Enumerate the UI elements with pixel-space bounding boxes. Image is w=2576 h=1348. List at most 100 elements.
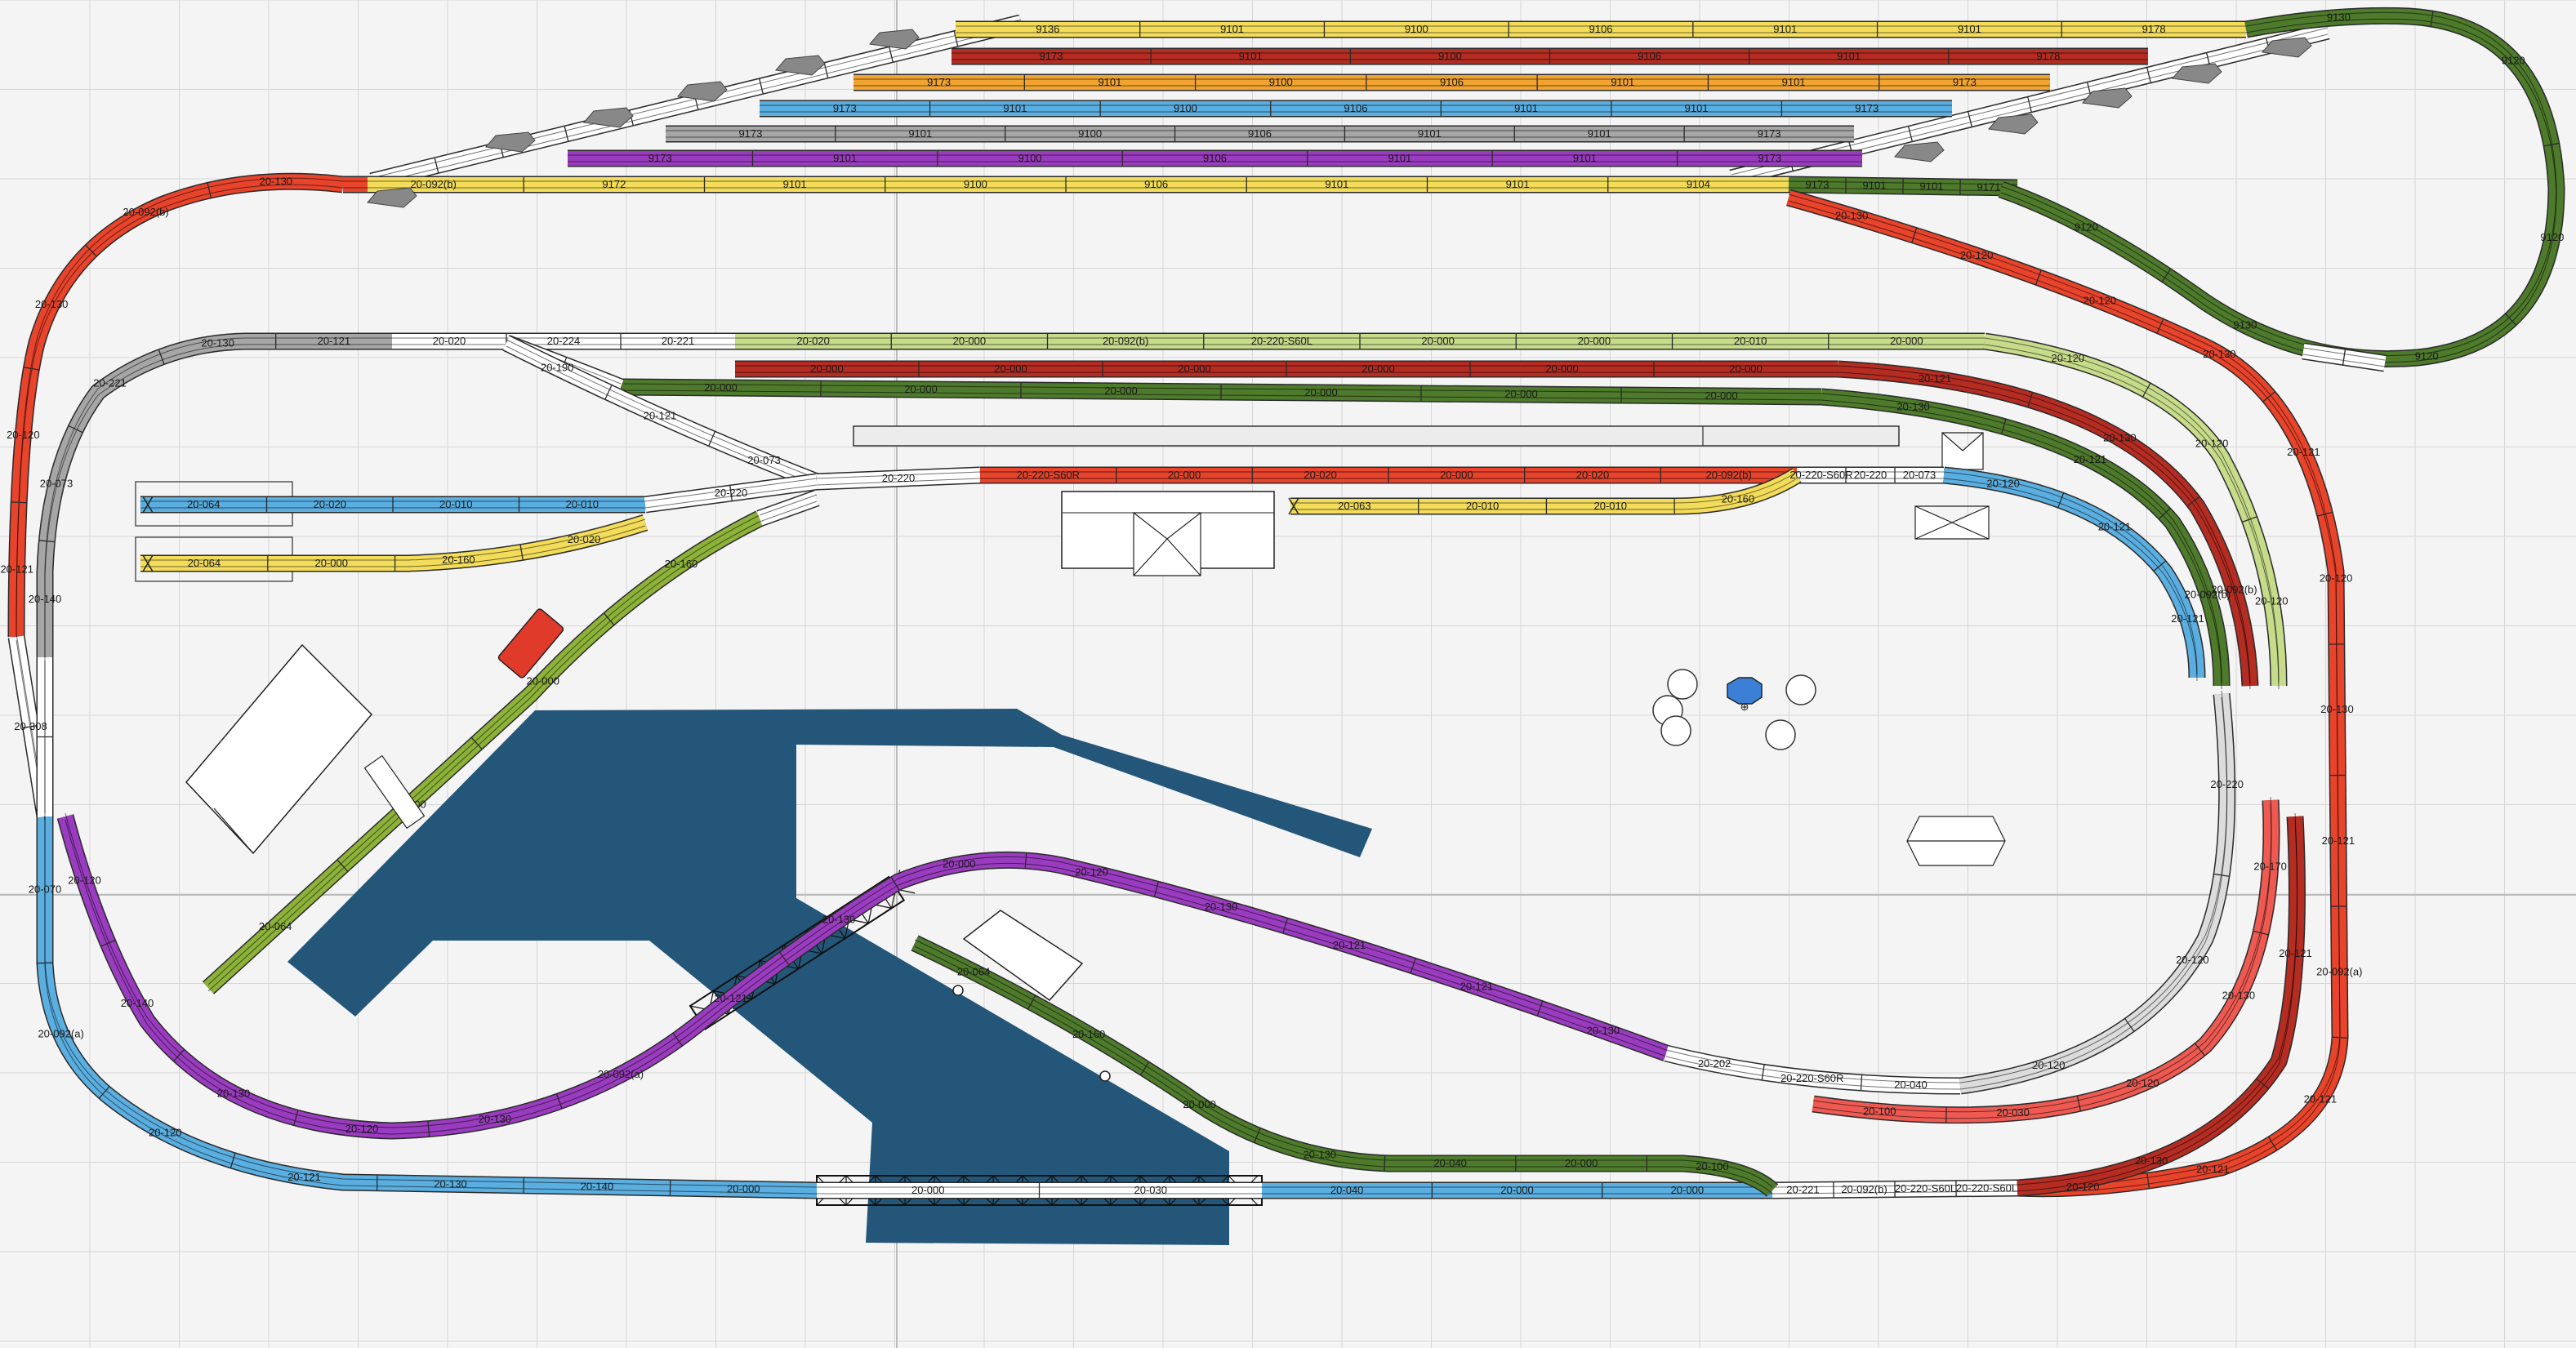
fan-orange-track-label: 9106 [1440, 76, 1464, 88]
siding-blue-switch[interactable] [644, 473, 818, 514]
fan-red-track-label: 9106 [1638, 50, 1661, 62]
fan-main-yellow-label: 9172 [602, 178, 626, 190]
green-lower-curve[interactable] [911, 935, 1779, 1198]
grey-upper-white-label: 20-224 [547, 335, 580, 347]
left-red-curve-label: 20-130 [260, 176, 292, 188]
fan-grey-track[interactable] [666, 125, 1854, 143]
olive-switch[interactable] [756, 490, 820, 527]
mid-blue-curve[interactable] [1943, 466, 2206, 682]
outer-blue-bottom-label: 20-040 [1330, 1184, 1363, 1196]
left-red-stub[interactable] [343, 176, 368, 194]
fan-grey-track-label: 9101 [908, 127, 932, 140]
darkgreen-row-label: 20-000 [704, 381, 737, 394]
right-red-curve-joint [2262, 390, 2276, 403]
fan-main-green[interactable] [1788, 176, 2018, 197]
right-red-curve[interactable] [1786, 189, 2349, 1198]
siding-blue[interactable] [140, 496, 645, 514]
left-vertical-white-2[interactable] [36, 654, 54, 820]
fan-purple-track-label: 9100 [1018, 152, 1042, 164]
darkgreen-curve[interactable] [1821, 388, 2231, 690]
outer-blue-left-label: 20-092(a) [38, 1027, 83, 1039]
right-red-curve-label: 20-120 [1960, 249, 1993, 261]
outer-blue-bottom[interactable] [1262, 1181, 1772, 1199]
outer-blue-left-label: 20-120 [149, 1126, 181, 1138]
grey-upper-curve-joint [68, 425, 83, 434]
grey-upper-curve[interactable] [36, 332, 392, 661]
lightgreen-curve-rail [1984, 337, 2280, 683]
fan-yellow-track-label: 9178 [2142, 23, 2166, 35]
purple-loop-label: 20-120 [68, 874, 100, 887]
grey-right-curve[interactable] [1959, 690, 2236, 1095]
right-red-curve-label: 20-120 [2084, 294, 2116, 306]
red-row[interactable] [735, 360, 1838, 378]
lightgreen-row[interactable] [735, 332, 1985, 350]
purple-loop-joint [293, 1110, 299, 1126]
olive-diagonal-rail [207, 521, 760, 992]
red-curve-label: 20-121 [1919, 372, 1951, 385]
outer-white-right[interactable] [1772, 1179, 2018, 1199]
outer-blue-left[interactable] [36, 813, 818, 1199]
darkgreen-row[interactable] [620, 378, 1822, 406]
buffer-stop-icon [2172, 63, 2222, 84]
fan-ladder-left-joint [953, 30, 959, 47]
fan-purple-track-label: 9101 [1388, 152, 1411, 164]
purple-loop[interactable] [56, 812, 1669, 1140]
outer-red-right[interactable] [2017, 812, 2306, 1197]
mid-switch-curve[interactable] [502, 335, 820, 490]
fan-purple-track[interactable] [568, 149, 1862, 167]
pink-right-curve[interactable] [1812, 796, 2280, 1124]
grey-right-curve-joint [2213, 873, 2231, 878]
platform-strip [853, 425, 1900, 447]
lightgreen-curve[interactable] [1983, 332, 2288, 690]
mid-blue-curve-joint [2057, 492, 2065, 509]
green-lower-curve-label: 20-064 [957, 965, 990, 977]
fan-red-track[interactable] [952, 47, 2148, 65]
bridge-track[interactable] [817, 1181, 1262, 1199]
mid-white-left-rail [816, 478, 981, 486]
mid-white-left[interactable] [816, 466, 981, 491]
siding-yellow[interactable] [140, 514, 648, 572]
right-red-curve-joint [2316, 511, 2333, 517]
grey-upper-white[interactable] [392, 332, 735, 350]
fan-blue-track-label: 9173 [833, 102, 857, 114]
fan-blue-track[interactable] [760, 100, 1952, 118]
fan-main-yellow[interactable] [343, 176, 1789, 194]
darkgreen-row-label: 20-000 [1504, 388, 1537, 400]
yellow-mid-row[interactable] [1290, 468, 1802, 515]
fan-yellow-track[interactable] [956, 20, 2246, 38]
red-curve-rail [1837, 371, 2251, 690]
pink-right-curve-label: 20-100 [1863, 1105, 1896, 1117]
top-loop-track[interactable] [1998, 7, 2565, 368]
fan-grey-track-label: 9173 [1758, 127, 1781, 140]
pink-right-curve-joint [2076, 1095, 2082, 1112]
tracks [7, 7, 2565, 1199]
mid-red-row[interactable] [980, 466, 1797, 484]
grey-right-curve-rail [1959, 696, 2228, 1090]
siding-blue-label: 20-020 [314, 498, 346, 510]
top-loop-switch[interactable] [2302, 342, 2387, 372]
fan-ladder-left[interactable] [369, 14, 1023, 190]
outer-red-right-label: 20-121 [2279, 947, 2311, 959]
olive-diagonal[interactable] [202, 510, 764, 994]
lightgreen-curve-label: 20-120 [2195, 437, 2228, 449]
locomotive-icon[interactable] [497, 608, 564, 679]
outer-blue-left-rail [44, 813, 818, 1188]
green-lower-curve-joint [1139, 1061, 1150, 1076]
grey-upper-curve-label: 20-121 [318, 335, 350, 347]
darkgreen-curve-label: 20-092(b) [2185, 588, 2231, 600]
darkgreen-row-label: 20-000 [1304, 386, 1337, 398]
left-red-curve[interactable] [7, 172, 345, 641]
fan-grey-track-label: 9173 [738, 127, 762, 140]
fan-yellow-track-label: 9100 [1405, 23, 1428, 35]
purple-loop-label: 20-130 [822, 914, 855, 926]
fan-orange-track[interactable] [853, 73, 2050, 91]
purple-white-end[interactable] [1664, 1044, 1961, 1095]
fan-blue-track-label: 9106 [1344, 102, 1368, 114]
left-red-curve-joint [23, 367, 40, 371]
mid-white-right[interactable] [1797, 466, 1944, 484]
fan-red-track-label: 9178 [2036, 50, 2060, 62]
purple-white-end-label: 20-040 [1894, 1079, 1927, 1091]
red-curve[interactable] [1837, 360, 2259, 690]
